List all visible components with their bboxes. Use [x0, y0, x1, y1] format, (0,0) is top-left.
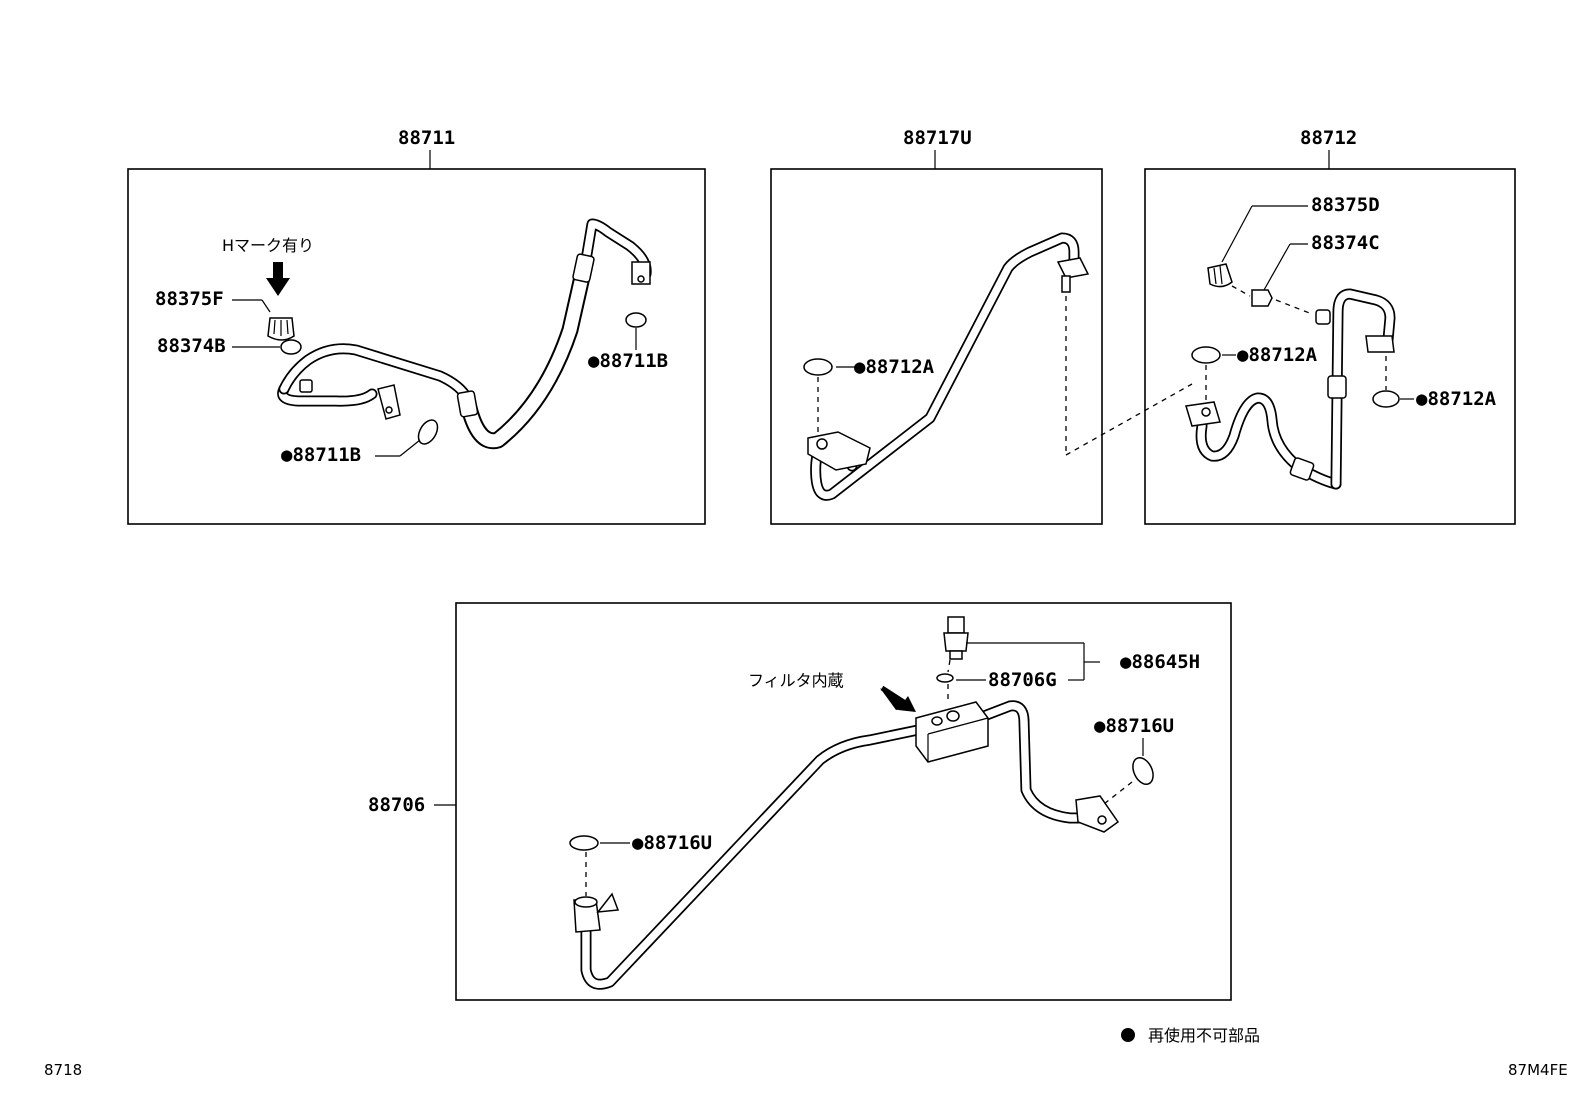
arrow-down-icon	[266, 278, 290, 296]
label-88712A-upper: ●88712A	[1237, 344, 1318, 366]
frame-88711	[127, 168, 706, 525]
group-88711: 88711 Hマーク有り 88375F 88374B ●	[127, 127, 706, 525]
valve-core-icon	[280, 339, 302, 355]
arrow-icon	[898, 696, 916, 712]
label-88374B: 88374B	[157, 335, 226, 357]
frame-88717U	[770, 168, 1103, 525]
label-88711B-left: ●88711B	[281, 444, 361, 466]
frame-88706	[455, 602, 1232, 1001]
pipe-88706	[580, 724, 924, 990]
label-88712A-lower: ●88712A	[1416, 388, 1497, 410]
o-ring-icon	[417, 419, 439, 445]
pressure-sensor-icon	[947, 616, 965, 634]
o-ring-icon	[1372, 390, 1400, 408]
note-filter-built-in: フィルタ内蔵	[748, 671, 844, 690]
flange-icon	[377, 384, 401, 420]
frame-88712	[1144, 168, 1516, 525]
group-title-88711: 88711	[398, 127, 455, 149]
flange-icon	[1056, 257, 1090, 279]
valve-core-icon	[1251, 289, 1273, 307]
group-title-88717U: 88717U	[903, 127, 972, 149]
bullet-icon	[1121, 1028, 1135, 1042]
legend-text: 再使用不可部品	[1148, 1026, 1260, 1045]
flange-icon	[1365, 335, 1395, 353]
footer-left-code: 8718	[44, 1061, 82, 1079]
o-ring-icon	[569, 835, 599, 851]
label-88716U-left: ●88716U	[632, 832, 712, 854]
o-ring-icon	[1191, 346, 1221, 364]
flange-icon	[1075, 795, 1120, 833]
label-88645H: ●88645H	[1120, 651, 1200, 673]
group-title-88706: 88706	[368, 794, 425, 816]
group-88706: 88706 フィルタ内蔵 ●88645H	[368, 602, 1232, 1001]
legend: 再使用不可部品	[1121, 1026, 1260, 1045]
o-ring-icon	[625, 312, 647, 328]
footer-right-code: 87M4FE	[1508, 1061, 1568, 1079]
label-88375F: 88375F	[155, 288, 224, 310]
group-88717U: 88717U ●88712A	[770, 127, 1193, 525]
label-88712A-g2: ●88712A	[854, 356, 935, 378]
label-88711B-right: ●88711B	[588, 350, 668, 372]
label-88374C: 88374C	[1311, 232, 1380, 254]
flange-icon	[631, 261, 651, 285]
o-ring-icon	[1132, 757, 1154, 785]
label-88706G: 88706G	[988, 669, 1057, 691]
connection-dashed-line	[1065, 383, 1193, 456]
o-ring-icon	[936, 673, 954, 683]
label-88375D: 88375D	[1311, 194, 1380, 216]
note-h-mark: Hマーク有り	[222, 236, 314, 255]
group-88712: 88712 88375D 88374C ●88712A ●88712A	[1144, 127, 1516, 525]
o-ring-icon	[803, 358, 833, 376]
label-88716U-right: ●88716U	[1094, 715, 1174, 737]
group-title-88712: 88712	[1300, 127, 1357, 149]
